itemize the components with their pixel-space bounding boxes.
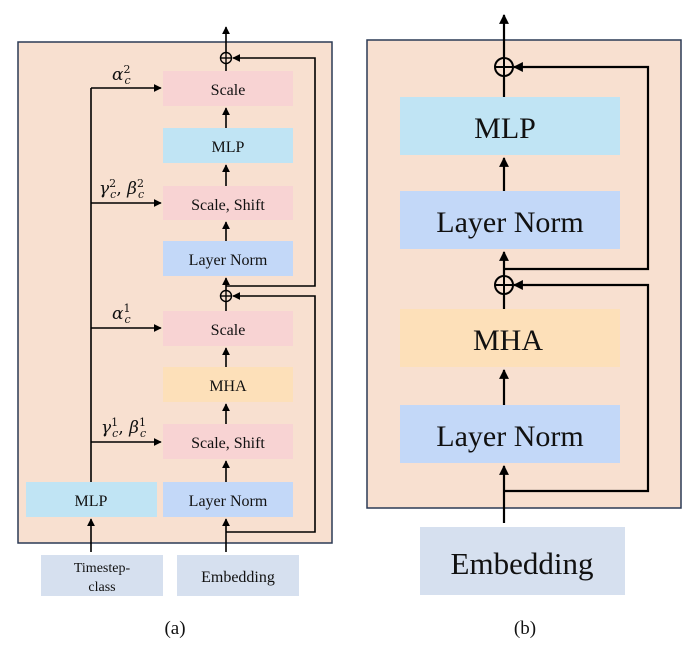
conditioning-mlp-block-label: MLP [75, 493, 108, 510]
timestep-class-label-line2: class [88, 580, 115, 595]
panel-b-connectors [499, 14, 650, 523]
scale-block-top-label: Scale [211, 82, 246, 99]
panel-a-caption: (a) [164, 618, 185, 639]
mlp-block-top-label: MLP [212, 139, 245, 156]
scale-shift-block-bottom-label: Scale, Shift [191, 435, 265, 452]
embedding-input-b [420, 527, 625, 595]
panel-a: Scale MLP Scale, Shift Layer Norm Scale … [17, 26, 333, 639]
add-node-a-top [219, 51, 233, 65]
mha-block-label: MHA [209, 378, 247, 395]
add-node-b-top [494, 57, 514, 77]
mlp-block-b-label: MLP [474, 112, 536, 145]
residual-skip-b-2 [504, 62, 650, 271]
conditioning-mlp-block [26, 482, 157, 517]
add-node-a-bottom [219, 289, 233, 303]
panel-a-frame [17, 41, 333, 544]
layer-norm-block-b-top [400, 191, 620, 249]
mha-block-b [400, 309, 620, 367]
mha-block-b-label: MHA [473, 324, 543, 357]
embedding-input-b-label: Embedding [451, 546, 594, 581]
panel-b-caption: (b) [514, 618, 536, 639]
scale-block-top [163, 71, 293, 106]
mlp-block-b [400, 97, 620, 155]
timestep-class-label-line1: Timestep- [74, 561, 131, 576]
mha-block [163, 367, 293, 402]
embedding-input-a-label: Embedding [201, 569, 275, 586]
scale-shift-block-top [163, 186, 293, 220]
panel-b: MLP Layer Norm MHA Layer Norm Embedding [366, 14, 682, 639]
mlp-block-top [163, 128, 293, 163]
scale-block-bottom [163, 311, 293, 346]
layer-norm-block-bottom-label: Layer Norm [189, 493, 268, 510]
add-node-b-bottom [494, 275, 514, 295]
layer-norm-block-b-bottom-label: Layer Norm [436, 420, 583, 453]
layer-norm-block-top-label: Layer Norm [189, 252, 268, 269]
layer-norm-block-b-bottom [400, 405, 620, 463]
scale-shift-block-top-label: Scale, Shift [191, 197, 265, 214]
panel-a-connectors [87, 26, 316, 552]
embedding-input-a [177, 555, 299, 596]
scale-shift-block-bottom [163, 424, 293, 459]
residual-skip-b-1 [504, 280, 650, 493]
layer-norm-block-bottom [163, 482, 293, 517]
residual-skip-1 [226, 292, 316, 533]
residual-skip-2 [226, 54, 316, 287]
scale-block-bottom-label: Scale [211, 322, 246, 339]
timestep-class-input [41, 555, 163, 596]
layer-norm-block-top [163, 241, 293, 276]
layer-norm-block-b-top-label: Layer Norm [436, 206, 583, 239]
